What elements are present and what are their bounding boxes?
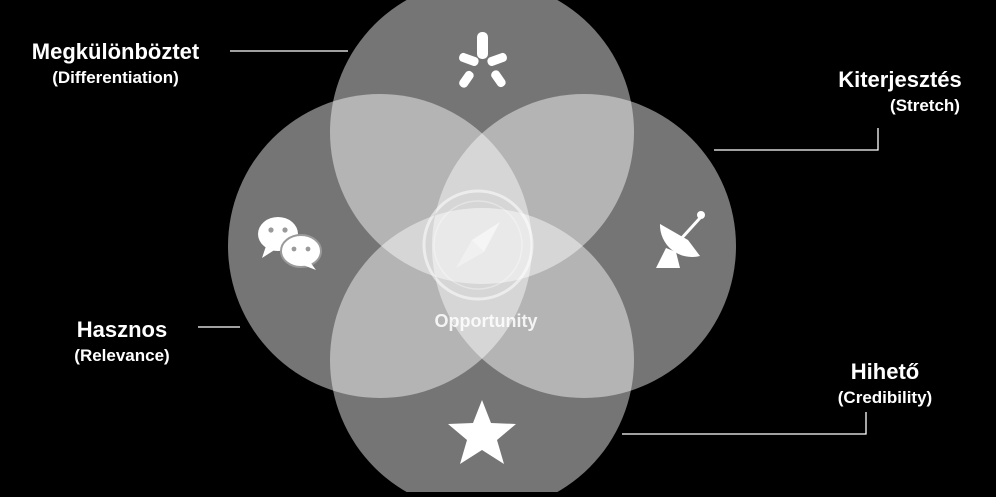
circle-relevance (228, 94, 532, 398)
label-stretch-main: Kiterjesztés (838, 67, 962, 92)
label-differentiation-sub: (Differentiation) (52, 68, 179, 87)
circle-credibility (330, 208, 634, 497)
label-credibility: Hihető (Credibility) (810, 358, 960, 410)
label-stretch: Kiterjesztés (Stretch) (815, 66, 985, 118)
chat-bubbles-icon (258, 217, 322, 270)
yelp-burst-icon (459, 32, 507, 88)
circle-differentiation (330, 0, 634, 284)
star-icon (448, 400, 516, 464)
satellite-dish-icon (656, 211, 705, 268)
circle-stretch (432, 94, 736, 398)
label-credibility-sub: (Credibility) (837, 388, 933, 407)
label-relevance-sub: (Relevance) (74, 346, 170, 365)
label-relevance-main: Hasznos (76, 317, 168, 342)
center-label: Opportunity (435, 311, 538, 331)
label-differentiation: Megkülönböztet (Differentiation) (8, 38, 223, 90)
label-differentiation-main: Megkülönböztet (31, 39, 200, 64)
label-relevance: Hasznos (Relevance) (42, 316, 202, 368)
leader-line-right (714, 128, 879, 151)
label-stretch-sub: (Stretch) (890, 96, 960, 115)
leader-line-bottom (622, 412, 867, 435)
compass-icon (422, 189, 534, 301)
label-credibility-main: Hihető (850, 359, 920, 384)
